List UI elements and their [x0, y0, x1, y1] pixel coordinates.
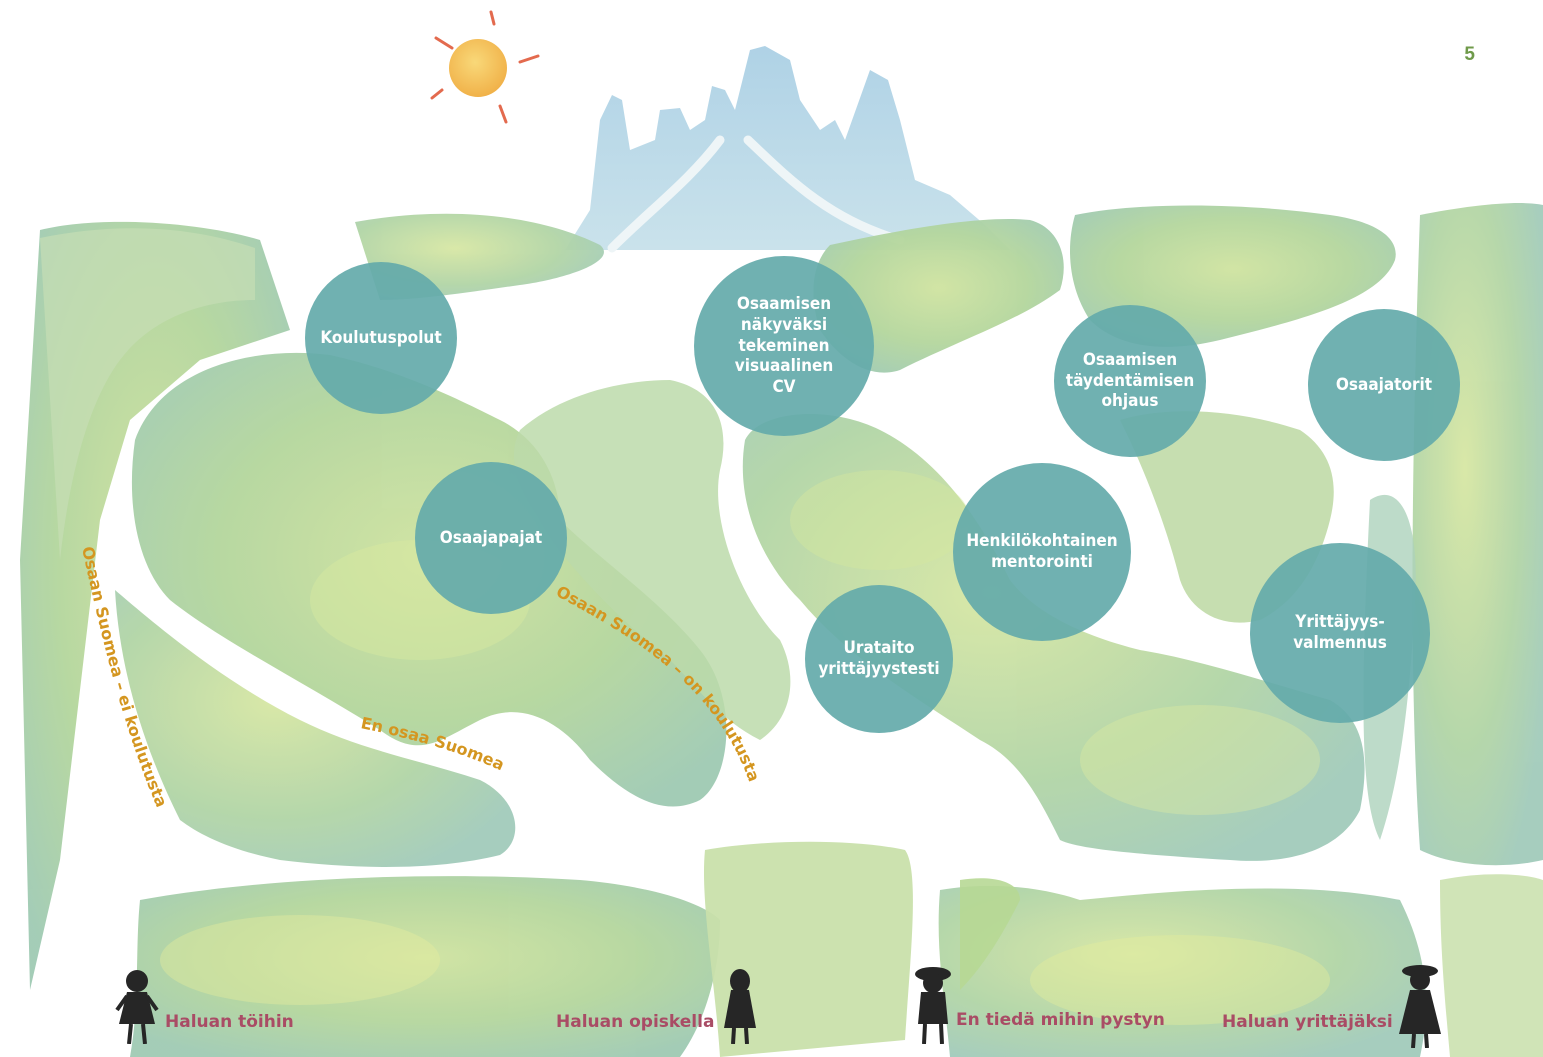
city-skyline: [565, 46, 1010, 253]
person-haluan-opiskella: Haluan opiskella: [556, 968, 760, 1044]
person-label: Haluan yrittäjäksi: [1222, 1012, 1393, 1032]
person-label: Haluan opiskella: [556, 1012, 715, 1032]
person-silhouette-icon: [1398, 965, 1441, 1048]
node-osaamisen-nakyvaksi[interactable]: Osaamisen näkyväksi tekeminen visuaaline…: [694, 256, 874, 436]
node-koulutuspolut[interactable]: Koulutuspolut: [305, 262, 457, 414]
person-en-tieda-mihin-pystyn: En tiedä mihin pystyn: [912, 964, 1165, 1044]
sun-icon: [430, 10, 540, 124]
node-henkilokohtainen-mentorointi[interactable]: Henkilökohtainen mentorointi: [953, 463, 1131, 641]
person-label: En tiedä mihin pystyn: [956, 1010, 1165, 1030]
node-yrittajyysvalmennus[interactable]: Yrittäjyys- valmennus: [1250, 543, 1430, 723]
page-number: 5: [1464, 44, 1475, 65]
person-silhouette-icon: [115, 970, 159, 1044]
person-silhouette-icon: [915, 967, 951, 1044]
node-osaamisen-taydentamisen[interactable]: Osaamisen täydentämisen ohjaus: [1054, 305, 1206, 457]
node-urataito-yrittajyystesti[interactable]: Urataito yrittäjyystesti: [805, 585, 953, 733]
person-silhouette-icon: [724, 969, 757, 1044]
person-haluan-toihin: Haluan töihin: [115, 968, 294, 1044]
node-osaajatorit[interactable]: Osaajatorit: [1308, 309, 1460, 461]
person-label: Haluan töihin: [165, 1012, 294, 1032]
person-haluan-yrittajaksi: Haluan yrittäjäksi: [1222, 962, 1443, 1048]
node-osaajapajat[interactable]: Osaajapajat: [415, 462, 567, 614]
